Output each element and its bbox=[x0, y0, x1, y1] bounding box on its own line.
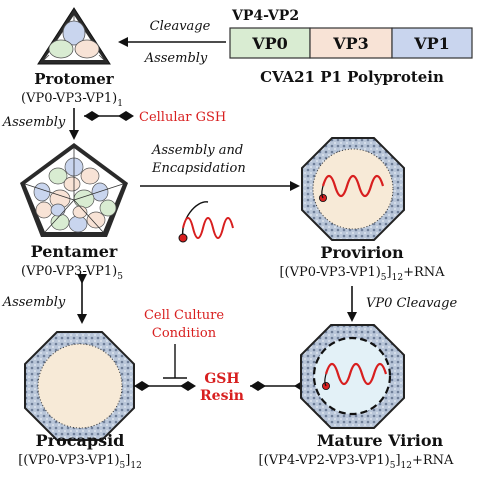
vp0-cleavage-label: VP0 Cleavage bbox=[366, 296, 458, 311]
provirion-formula: [(VP0-VP3-VP1)5]12+RNA bbox=[279, 265, 445, 283]
provirion-glyph bbox=[301, 137, 405, 241]
provirion-name: Provirion bbox=[320, 243, 404, 262]
resin-diamond-right bbox=[250, 381, 266, 391]
cellular-gsh-label: Cellular GSH bbox=[139, 110, 226, 125]
vp0-label: VP0 bbox=[251, 34, 288, 53]
vp0-segment bbox=[229, 27, 311, 59]
procapsid-formula: [(VP0-VP3-VP1)5]12 bbox=[18, 453, 142, 471]
polyprotein-title: CVA21 P1 Polyprotein bbox=[260, 68, 444, 86]
protomer-name: Protomer bbox=[34, 70, 115, 88]
pentamer-glyph bbox=[20, 143, 128, 237]
mature-formula: [(VP4-VP2-VP3-VP1)5]12+RNA bbox=[259, 453, 455, 471]
pentamer-formula: (VP0-VP3-VP1)5 bbox=[21, 264, 123, 282]
assembly-left2-label: Assembly bbox=[2, 295, 66, 310]
protomer-glyph bbox=[37, 7, 111, 65]
gsh-resin-line1: GSH bbox=[204, 371, 239, 387]
rna-strand bbox=[178, 201, 234, 243]
resin-diamond-left bbox=[180, 381, 196, 391]
gsh-diamond-right bbox=[118, 111, 134, 121]
procapsid-name: Procapsid bbox=[36, 431, 125, 450]
mature-virion-glyph bbox=[300, 324, 405, 429]
cleavage-label: Cleavage bbox=[150, 19, 211, 34]
assembly-left1-label: Assembly bbox=[2, 115, 66, 130]
assembly-top-label: Assembly bbox=[144, 51, 208, 66]
gsh-resin-line2: Resin bbox=[200, 388, 244, 404]
procapsid-glyph bbox=[24, 331, 135, 441]
pentamer-name: Pentamer bbox=[31, 242, 118, 261]
vp1-segment bbox=[391, 27, 473, 59]
polyprotein-group: VP4-VP2 VP0 VP3 VP1 CVA21 P1 Polyprotein bbox=[229, 8, 473, 86]
vp3-segment bbox=[309, 27, 393, 59]
mature-name: Mature Virion bbox=[317, 431, 444, 450]
protomer-formula: (VP0-VP3-VP1)1 bbox=[21, 91, 123, 109]
procapsid-diamond bbox=[134, 381, 150, 391]
gsh-diamond-left bbox=[84, 111, 100, 121]
vp1-label: VP1 bbox=[413, 34, 450, 53]
assembly-encap-line1: Assembly and bbox=[151, 143, 243, 158]
assembly-encap-line2: Encapsidation bbox=[151, 161, 246, 176]
culture-line2: Condition bbox=[152, 326, 217, 341]
culture-line1: Cell Culture bbox=[144, 308, 224, 323]
vp4vp2-label: VP4-VP2 bbox=[231, 8, 299, 24]
vp3-label: VP3 bbox=[332, 34, 369, 53]
